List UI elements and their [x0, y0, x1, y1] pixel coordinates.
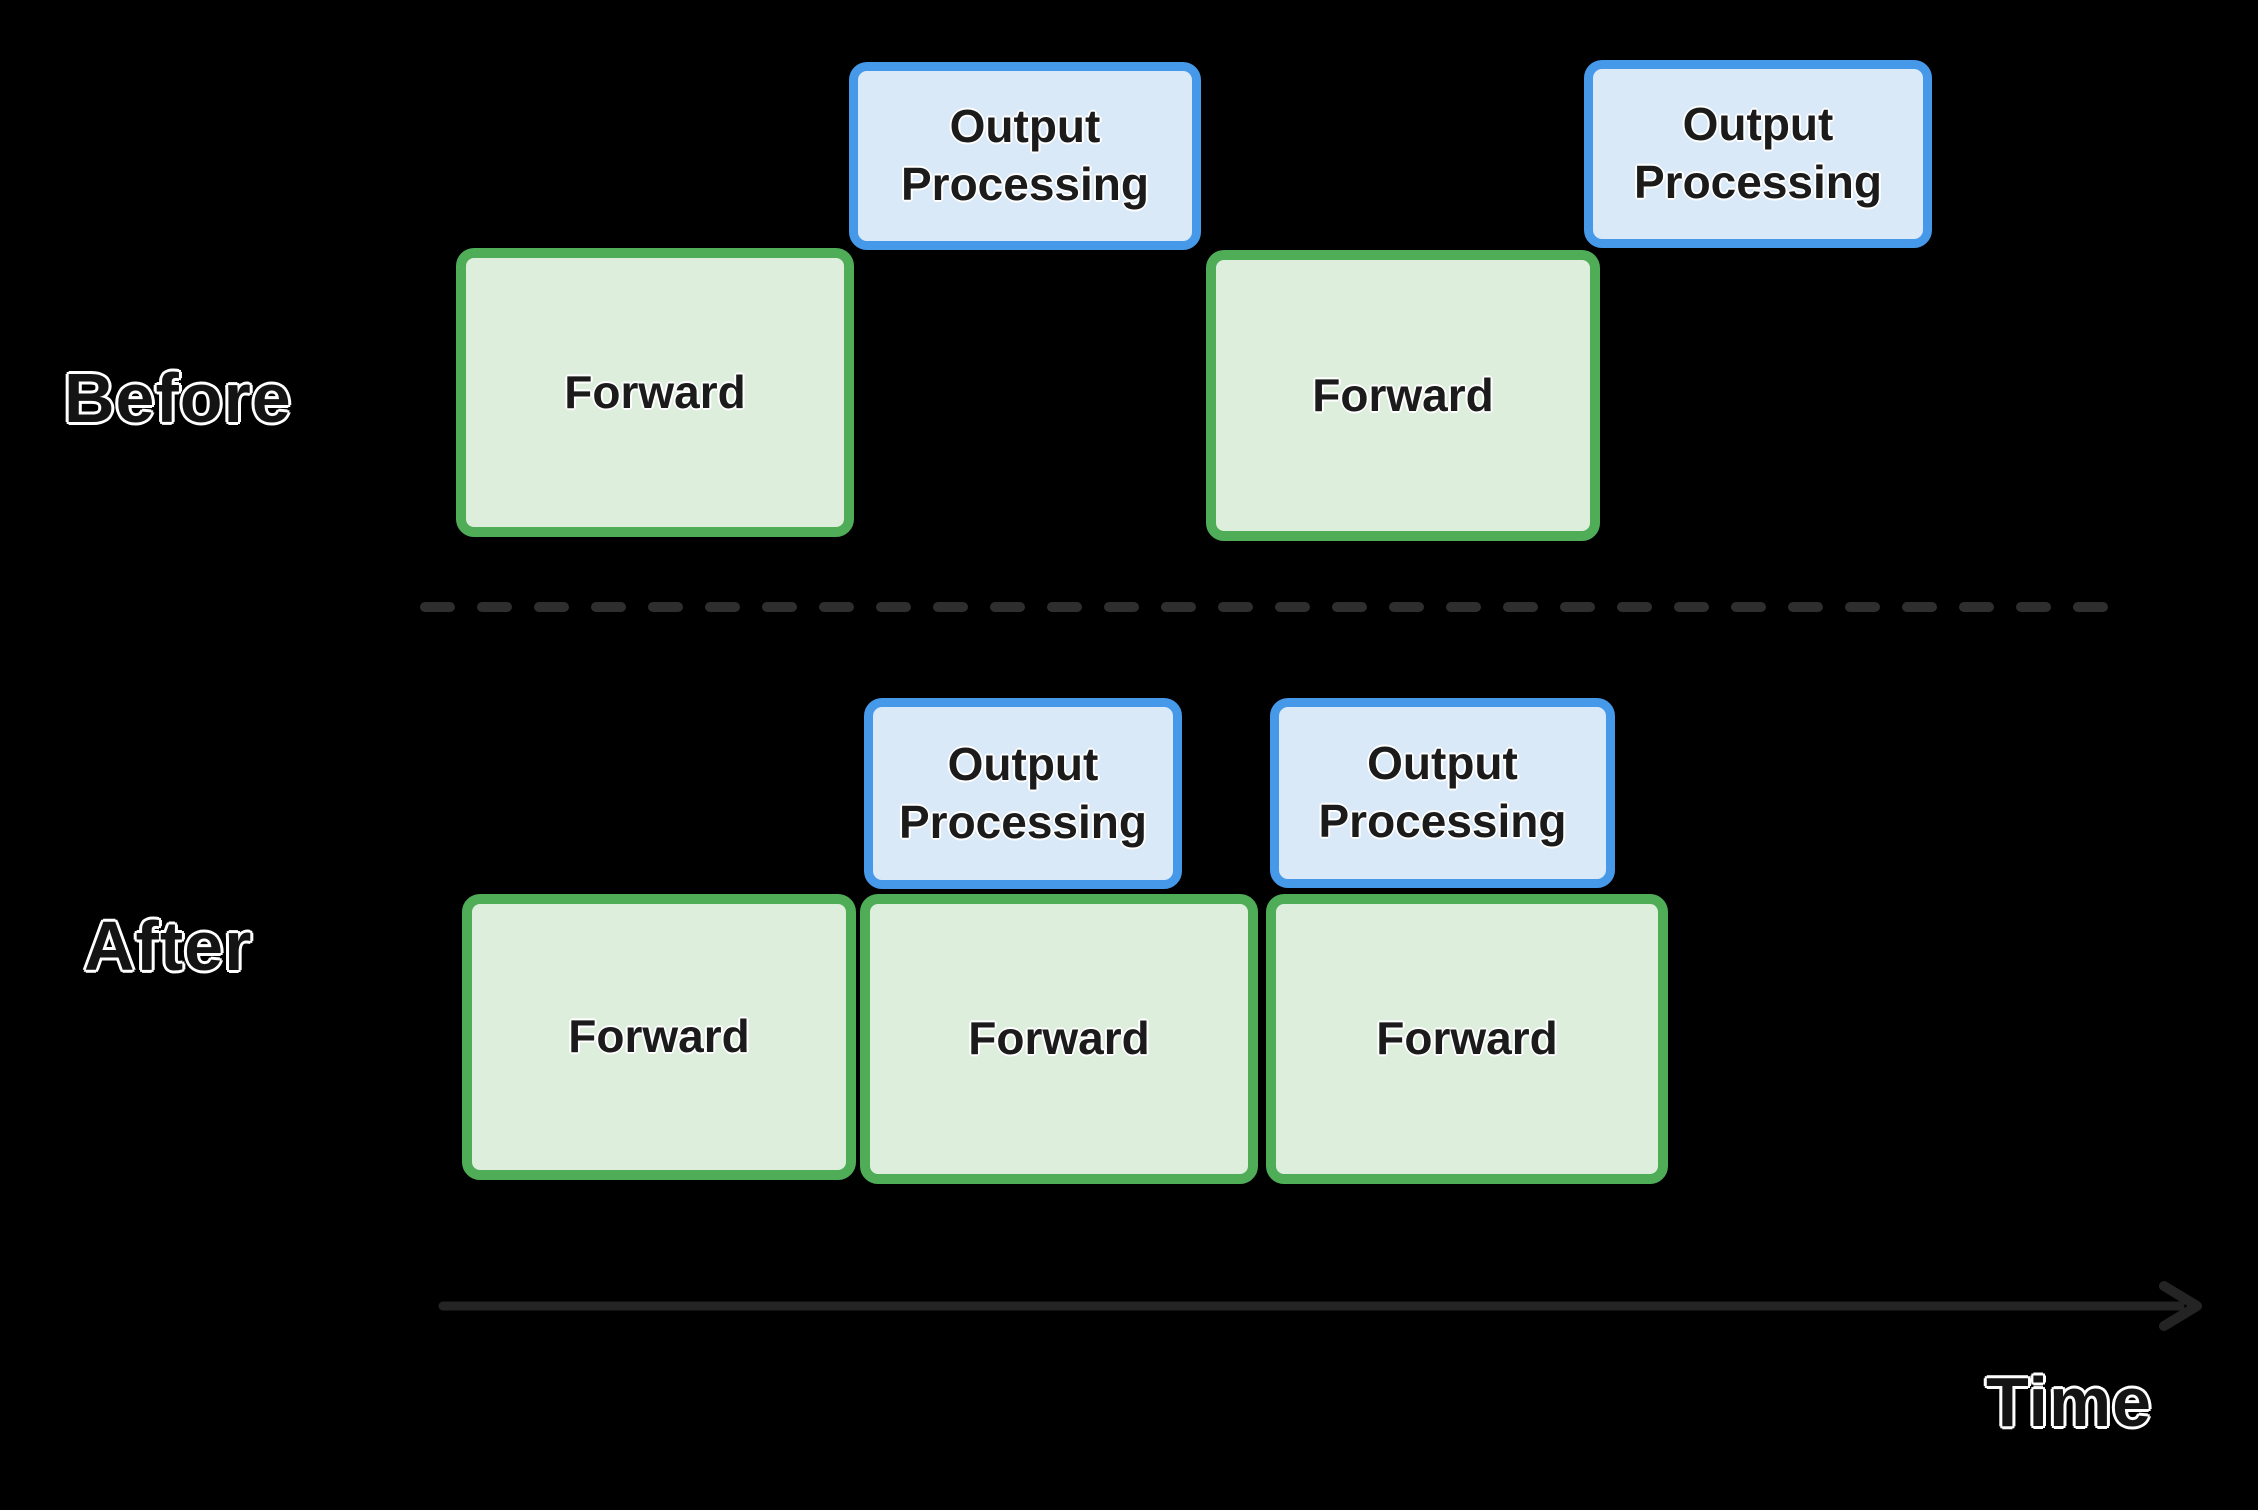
before-forward-box-2: Forward — [1206, 250, 1600, 541]
before-output-processing-box-1: Output Processing — [849, 62, 1201, 250]
after-forward-box-1-label: Forward — [568, 1010, 750, 1063]
time-axis-label: Time — [1986, 1363, 2153, 1441]
before-output-processing-box-2-label: Output Processing — [1634, 98, 1882, 208]
after-forward-box-3-label: Forward — [1376, 1012, 1558, 1065]
after-section-label: After — [84, 907, 253, 985]
after-forward-box-2-label: Forward — [968, 1012, 1150, 1065]
after-forward-box-3: Forward — [1266, 894, 1668, 1184]
before-forward-box-1-label: Forward — [564, 365, 746, 418]
after-forward-box-1: Forward — [462, 894, 856, 1180]
after-output-processing-box-1-label: Output Processing — [899, 737, 1147, 848]
before-output-processing-box-1-label: Output Processing — [901, 100, 1149, 210]
after-output-processing-box-1: Output Processing — [864, 698, 1182, 889]
before-section-label: Before — [64, 359, 292, 437]
after-forward-box-2: Forward — [860, 894, 1258, 1184]
before-output-processing-box-2: Output Processing — [1584, 60, 1932, 248]
time-axis-arrowhead-icon — [2159, 1281, 2202, 1331]
before-forward-box-2-label: Forward — [1312, 368, 1494, 421]
after-output-processing-box-2-label: Output Processing — [1318, 737, 1567, 847]
after-output-processing-box-2: Output Processing — [1270, 698, 1615, 888]
before-forward-box-1: Forward — [456, 248, 854, 537]
